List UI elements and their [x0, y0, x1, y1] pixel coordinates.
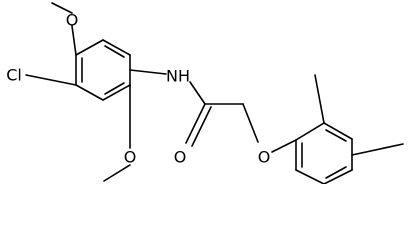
methoxy-bottom-oxygen-label: O — [124, 148, 137, 167]
methoxy-group-bottom: O — [103, 84, 137, 182]
methoxy-top-oxygen-label: O — [66, 11, 79, 30]
ortho-methyl-bond — [314, 74, 325, 124]
dimethylphenyl-ring — [295, 122, 353, 184]
chloro-dimethoxyphenyl-ring — [75, 39, 131, 101]
para-methyl-bond — [351, 143, 404, 156]
structure-canvas: O Cl O NH O O — [6, 2, 404, 184]
amide-nitrogen-label: NH — [166, 67, 190, 86]
carbonyl-oxygen-label: O — [174, 148, 187, 167]
methyl-substituents — [314, 74, 404, 156]
chemical-structure-diagram: O Cl O NH O O — [6, 2, 404, 184]
ether-oxygen-label: O — [258, 148, 271, 167]
chloro-substituent: Cl — [6, 66, 77, 86]
amide-linker: NH O O — [129, 67, 297, 167]
methoxy-group-top: O — [51, 2, 79, 56]
chlorine-label: Cl — [6, 66, 22, 85]
